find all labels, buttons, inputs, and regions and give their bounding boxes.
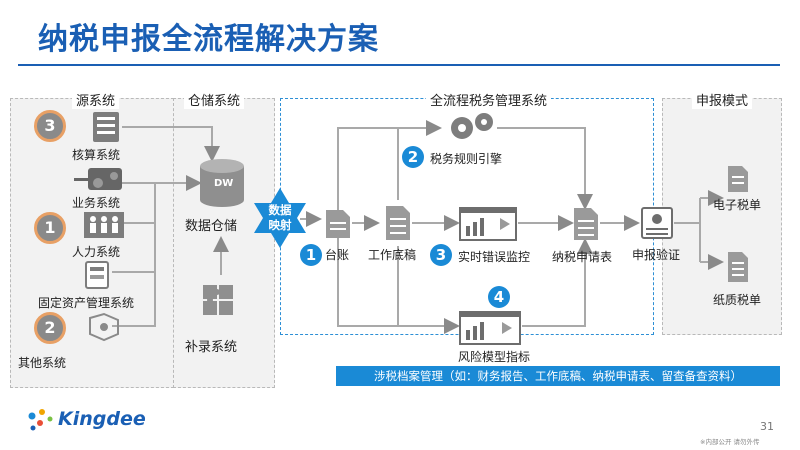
badge-rule-engine: 2 <box>402 146 424 168</box>
kingdee-logo-text: Kingdee <box>58 408 146 430</box>
label-data-warehouse: 数据仓储 <box>185 219 238 234</box>
kingdee-logo-mark <box>28 409 53 431</box>
declare-section-title: 申报模式 <box>692 90 753 109</box>
worksheet-doc-icon <box>386 206 410 240</box>
title-divider <box>18 64 780 66</box>
label-verify: 申报验证 <box>632 248 681 262</box>
badge-monitor: 3 <box>430 244 452 266</box>
tax-return-doc-icon <box>574 208 598 240</box>
page-number: 31 <box>760 420 774 433</box>
badge-risk: 4 <box>488 286 510 308</box>
paper-form-icon <box>728 252 748 282</box>
label-worksheet: 工作底稿 <box>368 248 417 262</box>
data-mapping-line1: 数据 <box>268 203 292 217</box>
warehouse-section-title: 仓储系统 <box>184 90 245 109</box>
label-accounting: 核算系统 <box>72 148 121 162</box>
label-other: 其他系统 <box>18 356 67 370</box>
e-form-icon <box>728 166 748 192</box>
source-panel <box>10 98 174 388</box>
gears-icon <box>451 113 493 139</box>
source-section-title: 源系统 <box>72 90 120 109</box>
label-supplement: 补录系统 <box>185 340 238 355</box>
dw-icon-label: DW <box>214 178 234 189</box>
label-hr: 人力系统 <box>72 245 121 259</box>
badge-ledger: 1 <box>300 244 322 266</box>
label-fixed-assets: 固定资产管理系统 <box>38 296 135 310</box>
label-rule-engine: 税务规则引擎 <box>430 152 503 166</box>
confidential-note: ※内部公开 请勿外传 <box>700 438 760 446</box>
declare-panel <box>662 98 782 335</box>
badge-source-3: 3 <box>34 110 66 142</box>
data-mapping-star <box>254 188 306 248</box>
badge-source-2: 2 <box>34 312 66 344</box>
monitor-dashboard-icon <box>459 207 517 241</box>
asset-icon <box>85 261 109 289</box>
label-ledger: 台账 <box>325 248 350 262</box>
label-realtime-monitor: 实时错误监控 <box>458 250 531 264</box>
label-paper-form: 纸质税单 <box>713 293 762 307</box>
data-mapping-label: 数据 映射 <box>264 203 296 233</box>
label-tax-return: 纳税申请表 <box>552 250 613 264</box>
page-title: 纳税申报全流程解决方案 <box>38 22 379 57</box>
verify-icon <box>641 207 673 239</box>
database-icon <box>200 159 244 207</box>
server-icon <box>93 112 119 142</box>
data-mapping-line2: 映射 <box>268 218 292 232</box>
ledger-doc-icon <box>326 210 350 238</box>
label-risk-model: 风险模型指标 <box>458 350 531 364</box>
people-icon <box>84 212 124 238</box>
label-e-form: 电子税单 <box>713 198 762 212</box>
archive-management-bar: 涉税档案管理（如：财务报告、工作底稿、纳税申请表、留查备查资料） <box>336 366 780 386</box>
badge-source-1: 1 <box>34 212 66 244</box>
network-icon <box>89 312 119 342</box>
business-icon <box>74 168 122 190</box>
fullflow-section-title: 全流程税务管理系统 <box>426 90 552 109</box>
risk-dashboard-icon <box>459 311 521 345</box>
label-business: 业务系统 <box>72 196 121 210</box>
puzzle-icon <box>203 285 233 315</box>
